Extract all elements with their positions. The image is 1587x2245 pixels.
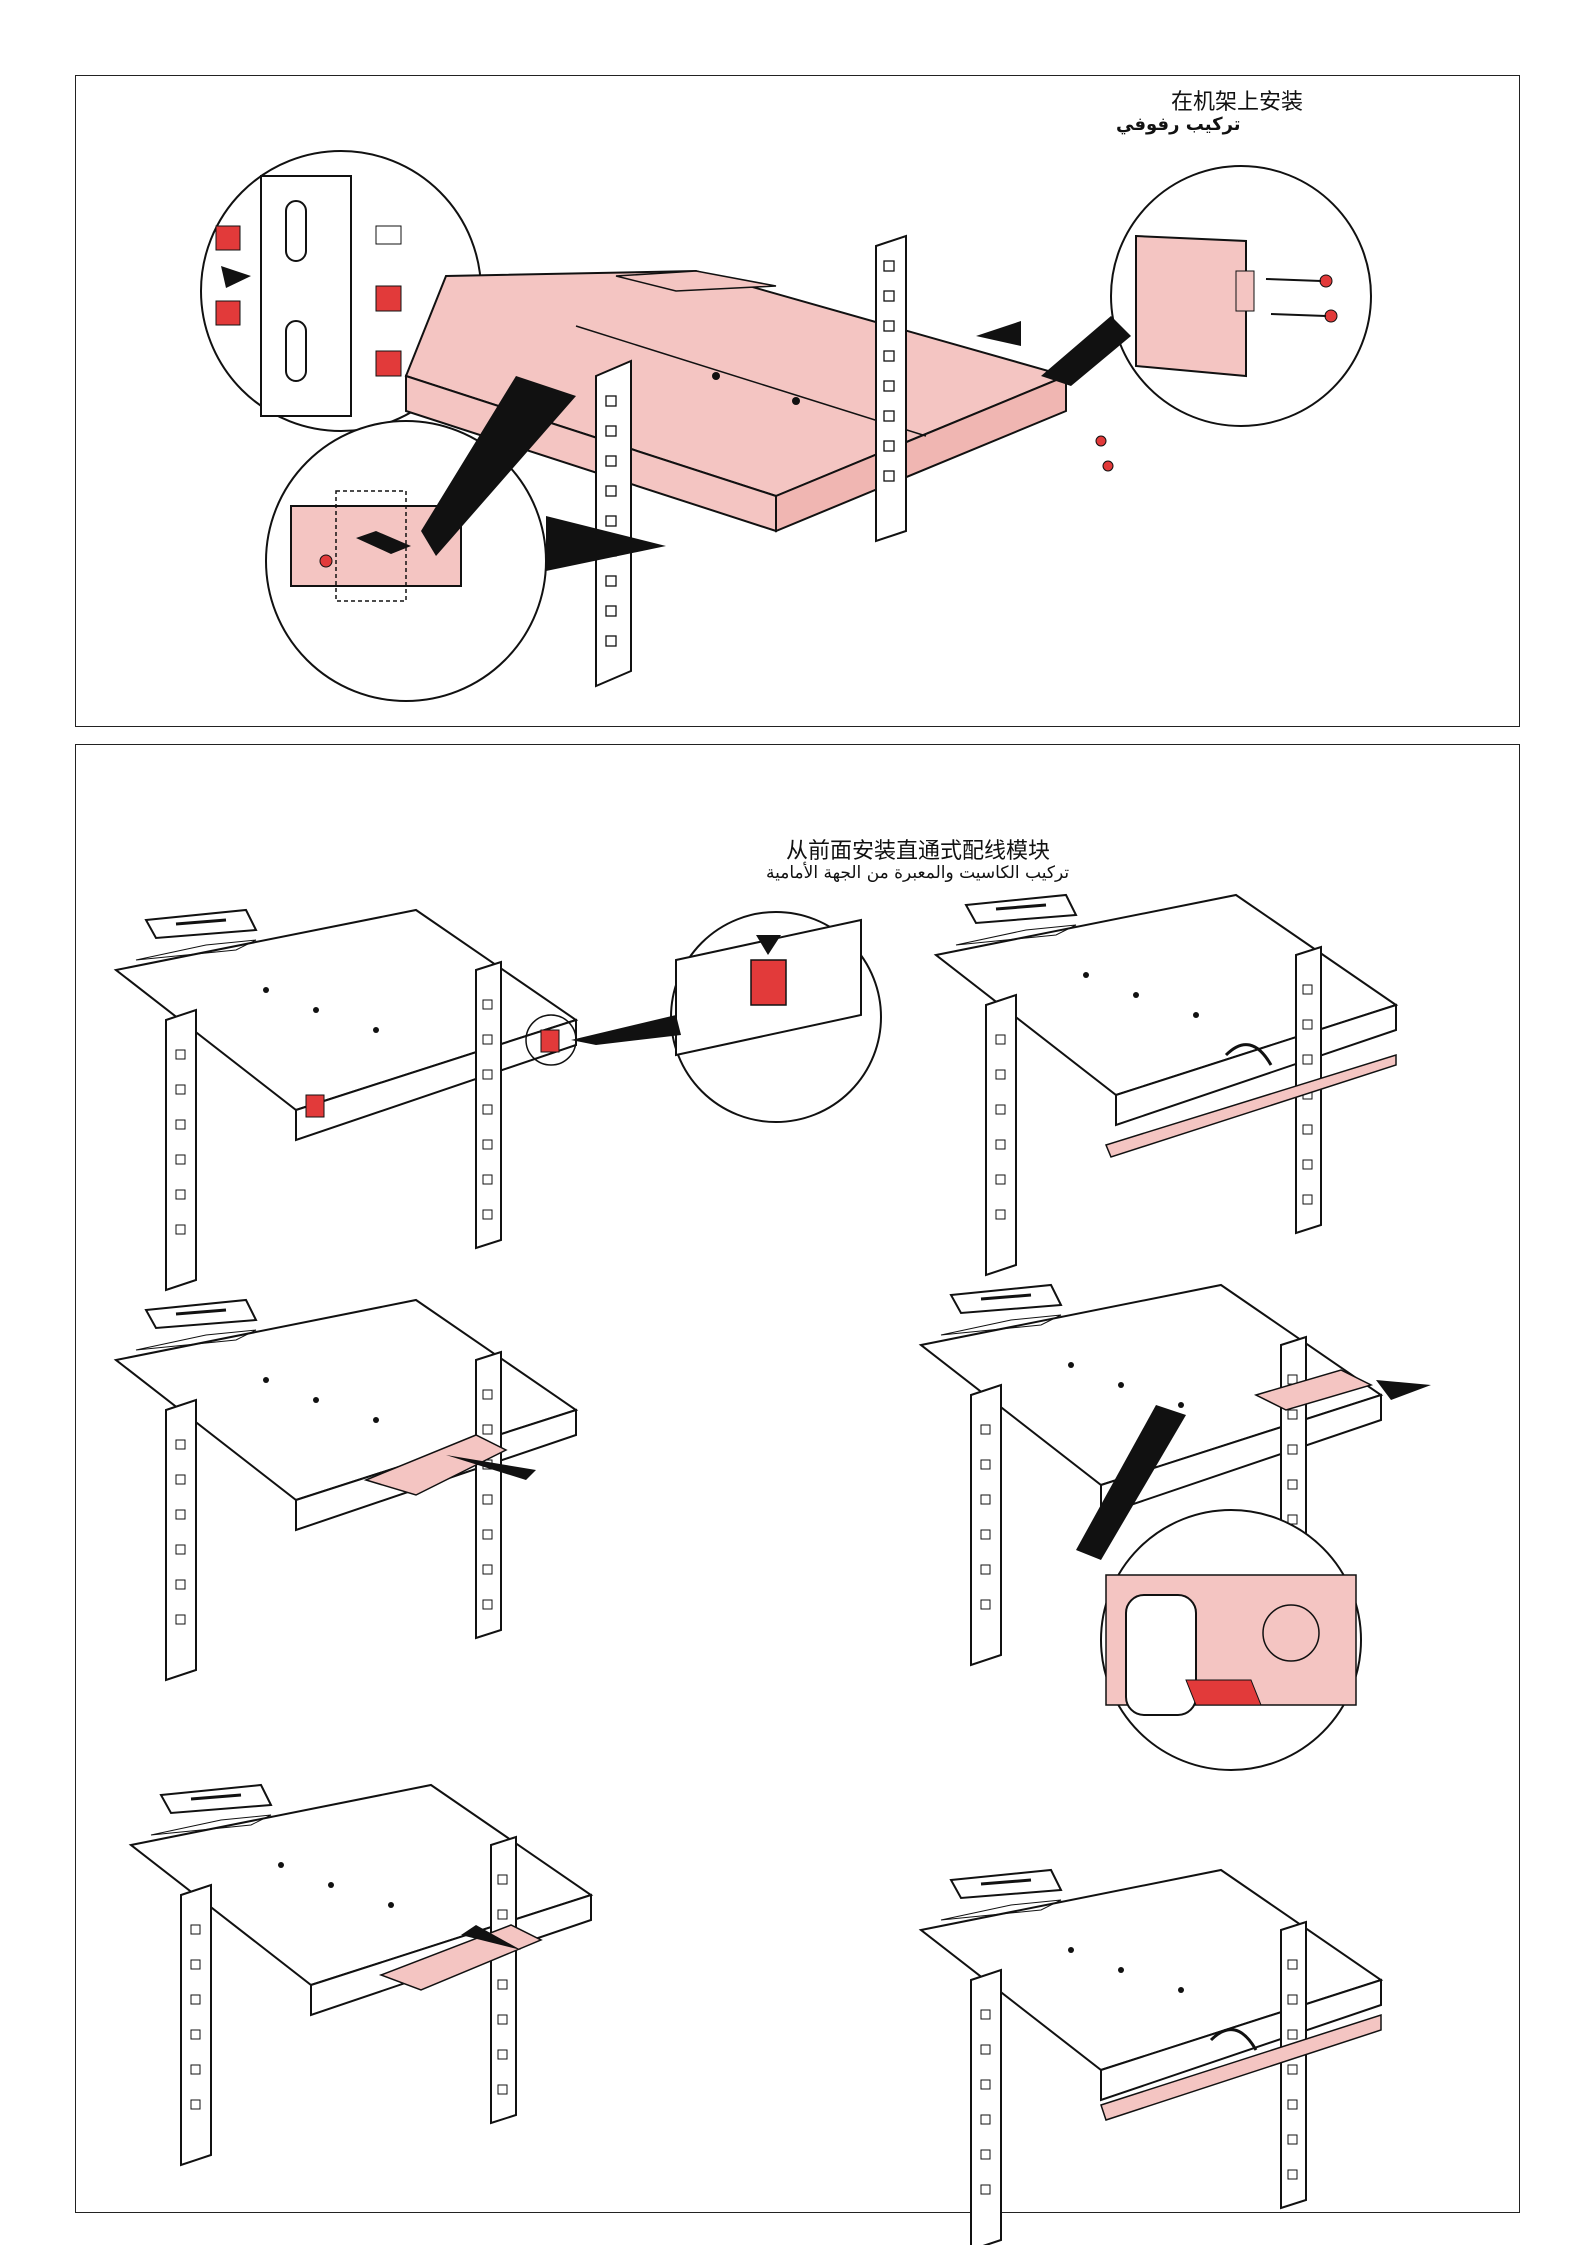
front-install-panel: 从前面安装直通式配线模块 تركيب الكاسيت والمعبرة من ا…: [75, 744, 1520, 2213]
screw-icon: [1103, 461, 1113, 471]
front-install-illustrations: [76, 745, 1521, 2214]
step-fold-front-flap: [936, 895, 1396, 1275]
latch-detail: [671, 912, 881, 1122]
screw-detail: [1111, 166, 1371, 426]
click-detail: [1101, 1510, 1361, 1770]
arrow-icon: [976, 321, 1021, 346]
screw-icon: [1325, 310, 1337, 322]
screw-icon: [320, 555, 332, 567]
rack-mounting-panel: 在机架上安装 تركيب رفوفي: [75, 75, 1520, 727]
step-pull-tray-out: [116, 1300, 576, 1680]
screw-icon: [1096, 436, 1106, 446]
rack-mounting-illustration: [76, 76, 1521, 728]
step-press-release-latch: [116, 910, 576, 1290]
arrow-icon: [1376, 1380, 1431, 1400]
step-close-tray: [921, 1870, 1381, 2245]
screw-icon: [1320, 275, 1332, 287]
step-insert-cassette: [131, 1785, 591, 2165]
